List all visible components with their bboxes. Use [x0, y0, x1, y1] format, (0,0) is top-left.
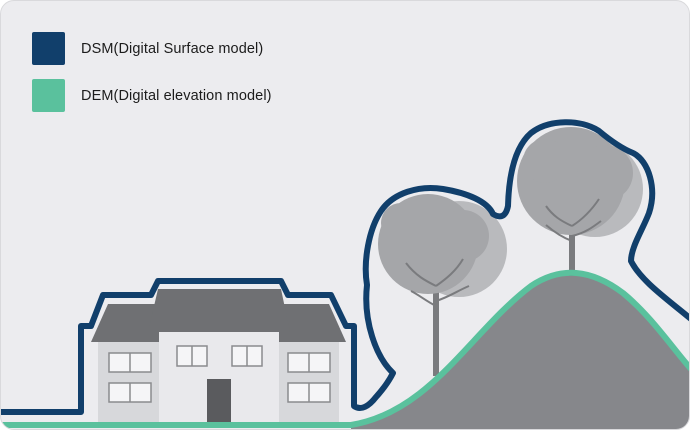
legend: DSM(Digital Surface model) DEM(Digital e… [32, 32, 272, 126]
house-door [207, 379, 231, 422]
house-main-roof [148, 289, 290, 332]
house-left-roof [91, 304, 161, 342]
legend-item-dem: DEM(Digital elevation model) [32, 79, 272, 112]
hill [351, 272, 689, 429]
dem-label: DEM(Digital elevation model) [81, 87, 272, 104]
house-window-mullions [129, 346, 310, 402]
dsm-swatch [32, 32, 65, 65]
dsm-line [1, 119, 689, 415]
tree-branches [405, 198, 602, 307]
house [91, 289, 346, 422]
house-right-roof [271, 304, 346, 342]
dem-line [1, 269, 689, 428]
legend-item-dsm: DSM(Digital Surface model) [32, 32, 272, 65]
dsm-label: DSM(Digital Surface model) [81, 40, 264, 57]
tree-canopy-front [378, 127, 633, 294]
dem-swatch [32, 79, 65, 112]
